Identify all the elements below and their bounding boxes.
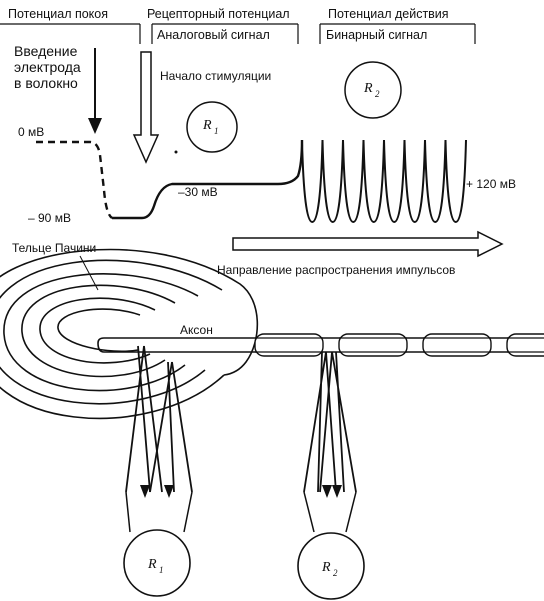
r1-bottom-sub: 1 [159,565,164,575]
header-receptor-potential: Рецепторный потенциал [147,7,290,21]
action-potential-spikes [301,139,467,224]
r2-top-circle [344,61,402,119]
electrode-label-line2: электрода [14,59,81,75]
electrode-label-line1: Введение [14,43,78,59]
myelin-sheaths [254,333,544,357]
plus-120-mv-label: + 120 мВ [466,177,516,191]
electrode-arrow-icon [88,48,102,134]
direction-arrow-icon [232,230,504,258]
direction-label: Направление распространения импульсов [217,263,455,277]
r2-bottom-sub: 2 [333,568,338,578]
zero-mv-label: 0 мВ [18,125,44,139]
axon-label: Аксон [180,323,213,337]
header-resting-potential: Потенциал покоя [8,7,108,21]
r2-bottom-circle [297,532,365,600]
r2-top-sub: 2 [375,89,380,99]
electrode-label-line3: в волокно [14,75,78,91]
r1-top-sub: 1 [214,126,219,136]
r1-top-letter: R [202,118,212,133]
minus-30-mv-label: –30 мВ [178,185,218,199]
pacinian-corpuscle [0,248,259,420]
header-action-potential: Потенциал действия [328,7,449,21]
header-binary-signal: Бинарный сигнал [326,28,427,42]
r2-bottom-letter: R [321,560,331,575]
header-bracket [0,23,476,44]
stimulation-label: Начало стимуляции [160,69,271,83]
electrode-r2 [303,351,357,533]
electrode-r1 [125,345,193,533]
stimulation-arrow-icon [132,51,160,164]
r2-top-letter: R [363,81,373,96]
r1-bottom-letter: R [147,557,157,572]
header-analog-signal: Аналоговый сигнал [157,28,270,42]
dot-mark [174,150,178,154]
r1-top-circle [186,101,238,153]
pacinian-label: Тельце Пачини [12,241,96,255]
r1-bottom-circle [123,529,191,597]
potential-trace [36,139,304,220]
minus-90-mv-label: – 90 мВ [28,211,71,225]
spike-train [301,139,467,224]
